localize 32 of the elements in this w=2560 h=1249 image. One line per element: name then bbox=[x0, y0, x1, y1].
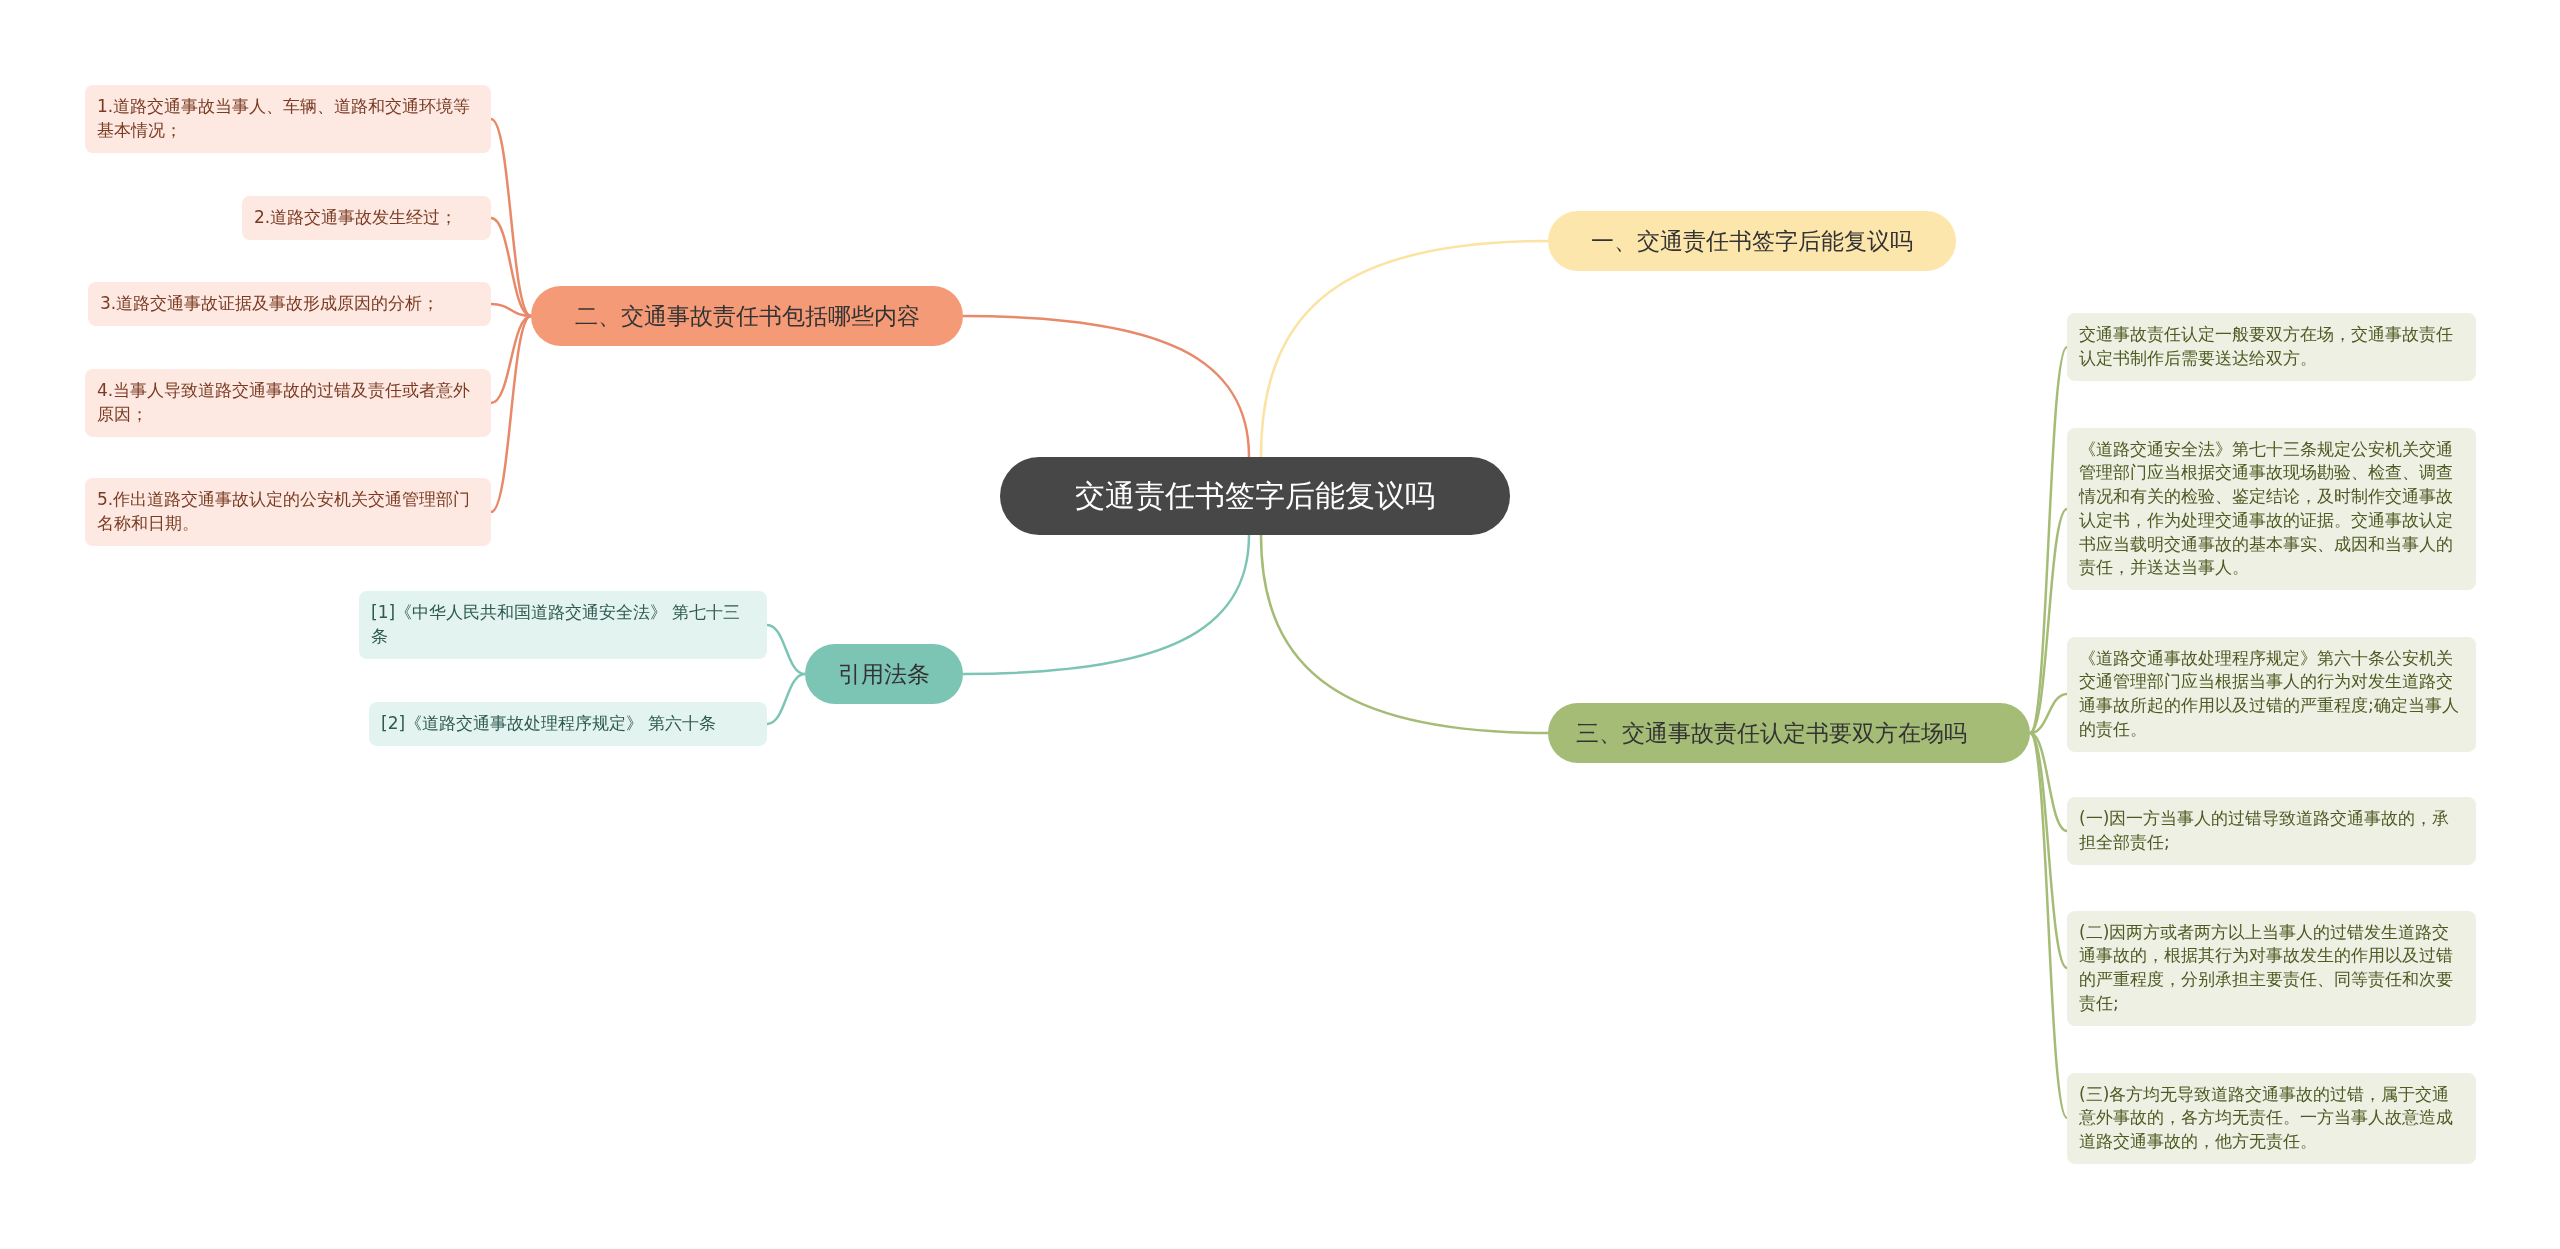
subtopic-card: 《道路交通安全法》第七十三条规定公安机关交通管理部门应当根据交通事故现场勘验、检查、调查情况和有关的检验、鉴定结论，及时制作交通事故认定书，作为处理交通事故的证据。交通事故认定书应当载明交通事故的基本事实、成因和当事人的责任，并送达当事人。 bbox=[2067, 427, 2476, 591]
connector-line bbox=[962, 534, 1251, 676]
connector-line bbox=[490, 315, 532, 513]
subtopic-card: (三)各方均无导致道路交通事故的过错，属于交通意外事故的，各方均无责任。一方当事人故意造成道路交通事故的，他方无责任。 bbox=[2067, 1072, 2476, 1164]
subtopic-card: (一)因一方当事人的过错导致道路交通事故的，承担全部责任; bbox=[2067, 797, 2476, 865]
connector-line bbox=[2028, 346, 2069, 734]
branch-topic: 引用法条 bbox=[805, 644, 963, 705]
subtopic-card: 4.当事人导致道路交通事故的过错及责任或者意外原因； bbox=[85, 369, 491, 437]
connector-line bbox=[1259, 534, 1549, 735]
connector-line bbox=[490, 118, 532, 317]
branch-topic: 一、交通责任书签字后能复议吗 bbox=[1548, 211, 1956, 272]
branch-topic: 三、交通事故责任认定书要双方在场吗 bbox=[1548, 703, 2030, 764]
subtopic-card: 2.道路交通事故发生经过； bbox=[242, 196, 491, 240]
connector-line bbox=[1259, 239, 1549, 458]
connector-line bbox=[2029, 508, 2068, 734]
connector-line bbox=[766, 672, 806, 726]
subtopic-card: 交通事故责任认定一般要双方在场，交通事故责任认定书制作后需要送达给双方。 bbox=[2067, 313, 2476, 381]
connector-line bbox=[2028, 732, 2069, 1119]
branch-topic: 二、交通事故责任书包括哪些内容 bbox=[531, 286, 963, 347]
connector-line bbox=[490, 314, 532, 405]
connector-line bbox=[766, 623, 806, 676]
subtopic-card: [2]《道路交通事故处理程序规定》 第六十条 bbox=[369, 702, 767, 746]
connector-line bbox=[2029, 732, 2068, 969]
subtopic-card: 1.道路交通事故当事人、车辆、道路和交通环境等基本情况； bbox=[85, 85, 491, 153]
subtopic-card: 《道路交通事故处理程序规定》第六十条公安机关交通管理部门应当根据当事人的行为对发生道路交通事故所起的作用以及过错的严重程度;确定当事人的责任。 bbox=[2067, 636, 2476, 752]
subtopic-card: (二)因两方或者两方以上当事人的过错发生道路交通事故的，根据其行为对事故发生的作用以及过错的严重程度，分别承担主要责任、同等责任和次要责任; bbox=[2067, 910, 2476, 1026]
subtopic-card: [1]《中华人民共和国道路交通安全法》 第七十三条 bbox=[359, 591, 767, 659]
root-topic: 交通责任书签字后能复议吗 bbox=[1000, 457, 1510, 535]
subtopic-card: 5.作出道路交通事故认定的公安机关交通管理部门名称和日期。 bbox=[85, 478, 491, 546]
subtopic-card: 3.道路交通事故证据及事故形成原因的分析； bbox=[88, 282, 491, 326]
connector-line bbox=[962, 314, 1251, 458]
connector-line bbox=[490, 216, 532, 318]
